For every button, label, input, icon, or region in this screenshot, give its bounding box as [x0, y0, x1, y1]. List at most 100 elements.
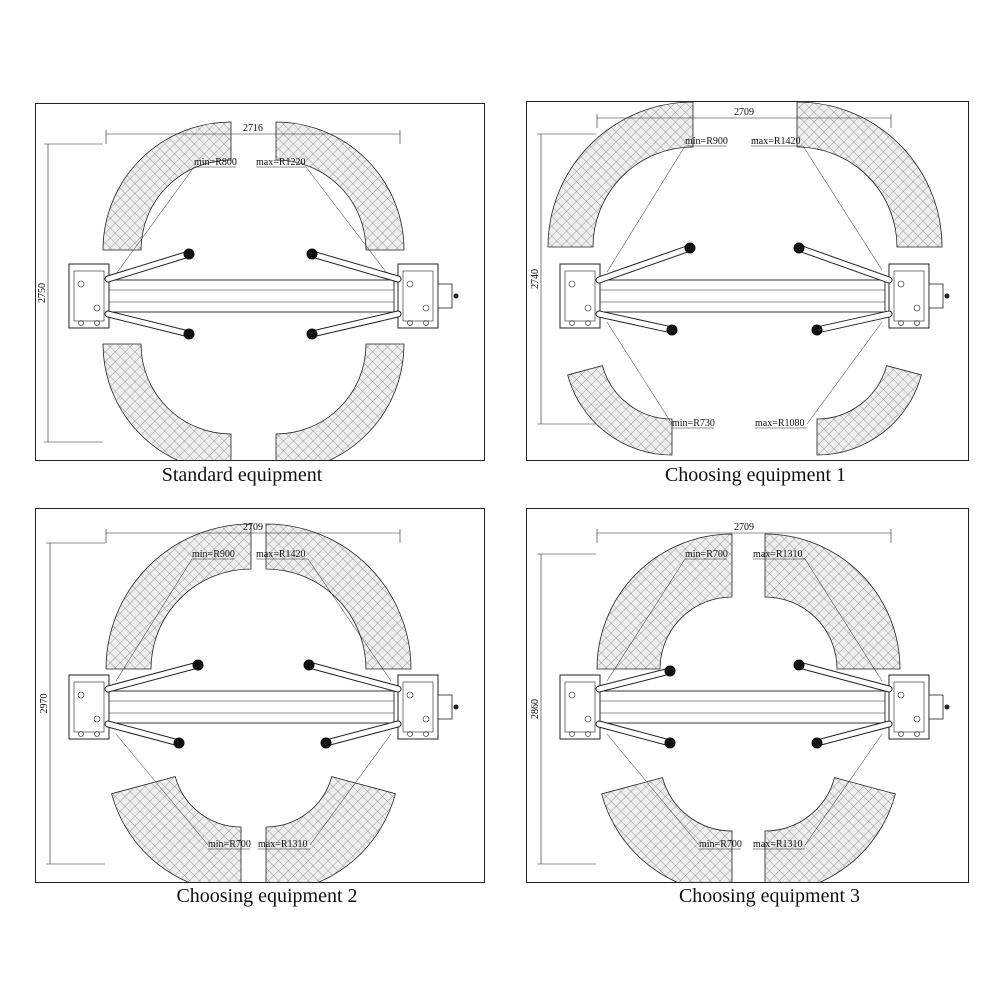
lift-pad	[183, 328, 195, 340]
radius-label: min=R700	[208, 839, 251, 850]
lift-pad	[793, 659, 805, 671]
arm-swing-zone	[796, 102, 943, 248]
lift-arm-inner	[309, 251, 401, 282]
panel-caption: Choosing equipment 1	[664, 464, 847, 486]
lift-beam	[106, 279, 395, 313]
lift-pad	[306, 328, 318, 340]
lift-pad	[811, 737, 823, 749]
bolt	[422, 715, 430, 723]
bolt	[406, 691, 414, 699]
arm-swing-zone	[265, 523, 412, 670]
post-plate	[564, 681, 596, 733]
bolt	[406, 280, 414, 288]
radius-leader-line	[606, 145, 686, 273]
bolt	[568, 280, 576, 288]
right-post	[888, 263, 930, 329]
bolt	[77, 691, 85, 699]
radius-leader-line	[606, 558, 686, 682]
radius-label: min=R800	[194, 157, 237, 168]
arm-swing-zone	[601, 777, 733, 882]
lift-arm-inner	[105, 662, 201, 692]
radius-label: max=R1310	[258, 839, 308, 850]
bolt	[423, 320, 429, 326]
height-dimension-label: 2970	[39, 694, 50, 714]
arm-swing-zone	[816, 365, 922, 456]
left-post	[68, 674, 110, 740]
radius-label: max=R1310	[753, 549, 803, 560]
bolt	[914, 320, 920, 326]
radius-label: max=R1080	[755, 418, 805, 429]
radius-label: max=R1420	[751, 136, 801, 147]
radius-leader-line	[804, 558, 883, 682]
radius-leader-line	[606, 733, 700, 846]
lift-arm-inner	[796, 662, 892, 692]
lift-pad	[684, 242, 696, 254]
post-plate	[893, 681, 925, 733]
bolt	[585, 731, 591, 737]
right-post	[397, 263, 439, 329]
lift-beam	[597, 690, 886, 724]
arm-swing-zone	[547, 102, 694, 248]
bolt	[585, 320, 591, 326]
radius-leader-line	[115, 166, 195, 275]
lift-arm-inner	[105, 311, 192, 337]
lift-arm-inner	[105, 721, 182, 746]
arm-swing-zone	[102, 121, 232, 251]
bolt	[569, 320, 575, 326]
power-unit-knob	[944, 293, 950, 299]
width-dimension-label: 2709	[243, 522, 263, 533]
arm-swing-zone	[275, 343, 405, 460]
bolt	[584, 304, 592, 312]
arm-swing-zone	[596, 533, 733, 670]
lift-pad	[192, 659, 204, 671]
arm-swing-zone	[111, 776, 242, 882]
power-unit	[928, 283, 944, 309]
lift-pad	[183, 248, 195, 260]
radius-leader-line	[606, 321, 673, 425]
right-post	[888, 674, 930, 740]
height-dimension-label: 2860	[530, 699, 541, 719]
radius-label: min=R700	[699, 839, 742, 850]
arm-swing-zone	[275, 121, 405, 251]
bolt	[898, 320, 904, 326]
height-dimension-label: 2740	[530, 269, 541, 289]
bolt	[422, 304, 430, 312]
arm-swing-zone	[265, 776, 396, 882]
lift-pad	[306, 248, 318, 260]
power-unit-knob	[944, 704, 950, 710]
lift-pad	[811, 324, 823, 336]
radius-label: min=R900	[192, 549, 235, 560]
panel-caption: Choosing equipment 2	[176, 885, 358, 907]
power-unit	[928, 694, 944, 720]
bolt	[93, 715, 101, 723]
post-plate	[893, 270, 925, 322]
panel-caption: Choosing equipment 3	[678, 885, 861, 907]
post-plate	[564, 270, 596, 322]
lift-arm-inner	[796, 245, 892, 283]
post-plate	[73, 681, 105, 733]
arm-swing-zone	[102, 343, 232, 460]
arm-swing-zone	[567, 365, 673, 456]
post-plate	[73, 270, 105, 322]
bolt	[407, 731, 413, 737]
power-unit-knob	[453, 293, 459, 299]
lift-pad	[173, 737, 185, 749]
radius-label: max=R1220	[256, 157, 306, 168]
radius-leader-line	[806, 321, 883, 425]
bolt	[914, 731, 920, 737]
lift-pad	[303, 659, 315, 671]
radius-leader-line	[802, 145, 883, 271]
bolt	[897, 280, 905, 288]
lift-arm-inner	[596, 721, 673, 746]
post-plate	[402, 681, 434, 733]
bolt	[913, 715, 921, 723]
lift-arm-inner	[596, 668, 673, 692]
arm-swing-zone	[105, 523, 252, 670]
